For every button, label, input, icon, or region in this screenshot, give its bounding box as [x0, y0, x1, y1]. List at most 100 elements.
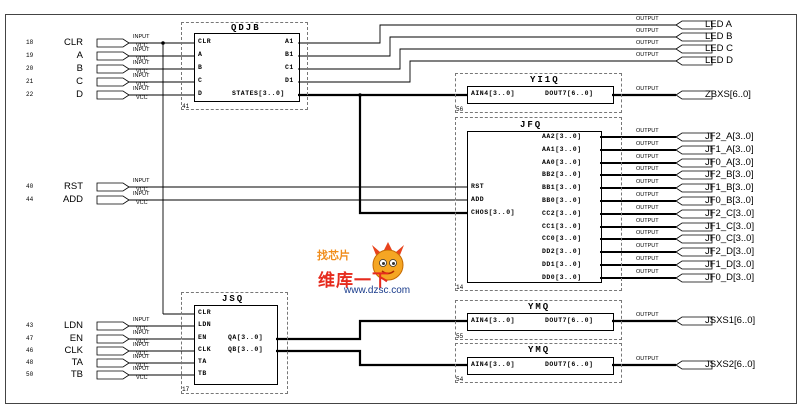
ymq1-outline: [455, 300, 622, 340]
output-jf-3-tag: OUTPUT: [636, 166, 659, 172]
input-c-tag: INPUT: [133, 73, 150, 79]
output-jf-8-label: JF0_C[3..0]: [705, 233, 755, 244]
output-jf-7-label: JF1_C[3..0]: [705, 221, 755, 232]
output-zbxs-tag: OUTPUT: [636, 86, 659, 92]
input-clk-tag: INPUT: [133, 342, 150, 348]
output-jf-11-pin: [675, 273, 713, 283]
qdjb-out-b1: B1: [285, 51, 294, 58]
watermark-top-text: 找芯片: [317, 250, 350, 262]
qdjb-in-b: B: [198, 64, 203, 71]
jfq-in-rst: RST: [471, 183, 485, 190]
input-en-label: EN: [69, 333, 83, 344]
ymq1-title: YMQ: [528, 302, 551, 312]
input-clk-number: 46: [26, 347, 34, 354]
output-jf-2-pin: [675, 158, 713, 168]
output-jf-7-tag: OUTPUT: [636, 218, 659, 224]
input-clr-vcc: VCC: [136, 43, 148, 49]
output-jsxs2-tag: OUTPUT: [636, 356, 659, 362]
output-jf-0-label: JF2_A[3..0]: [705, 131, 754, 142]
ymq2-block: [467, 357, 614, 375]
input-ldn-vcc: VCC: [136, 326, 148, 332]
input-d-label: D: [76, 89, 83, 100]
jfq-block: [467, 131, 602, 283]
ymq1-id: 55: [456, 333, 464, 340]
output-jsxs2-pin: [675, 360, 713, 370]
input-ldn-pin: [96, 321, 130, 331]
output-jf-1-pin: [675, 145, 713, 155]
output-jf-11-label: JF0_D[3..0]: [705, 272, 755, 283]
input-b-vcc: VCC: [136, 69, 148, 75]
input-ta-number: 48: [26, 359, 34, 366]
input-c-pin: [96, 77, 130, 87]
output-jf-10-label: JF1_D[3..0]: [705, 259, 755, 270]
output-led-3-tag: OUTPUT: [636, 52, 659, 58]
qdjb-block: [194, 33, 300, 102]
output-led-0-pin: [675, 20, 713, 30]
output-led-3-pin: [675, 56, 713, 66]
watermark-brand: 维库一下: [318, 271, 390, 290]
input-add-tag: INPUT: [133, 191, 150, 197]
output-jf-3-label: JF2_B[3..0]: [705, 169, 754, 180]
jfq-out-8: CC0[3..0]: [542, 235, 582, 242]
input-c-number: 21: [26, 78, 34, 85]
output-jf-7-pin: [675, 222, 713, 232]
output-jf-5-pin: [675, 196, 713, 206]
jfq-out-3: BB2[3..0]: [542, 171, 582, 178]
input-a-pin: [96, 51, 130, 61]
input-b-number: 20: [26, 65, 34, 72]
jfq-out-6: CC2[3..0]: [542, 210, 582, 217]
qdjb-out-c1: C1: [285, 64, 294, 71]
input-a-tag: INPUT: [133, 47, 150, 53]
clr-junction-dot: [161, 41, 165, 45]
output-led-2-tag: OUTPUT: [636, 40, 659, 46]
jfq-outline: [455, 117, 622, 291]
qdjb-in-c: C: [198, 77, 203, 84]
yi1q-in: AIN4[3..0]: [471, 90, 516, 97]
led-wire-2: [298, 48, 676, 70]
output-jf-4-tag: OUTPUT: [636, 179, 659, 185]
input-rst-tag: INPUT: [133, 178, 150, 184]
input-c-vcc: VCC: [136, 82, 148, 88]
output-jf-10-tag: OUTPUT: [636, 256, 659, 262]
output-jf-9-label: JF2_D[3..0]: [705, 246, 755, 257]
input-clk-label: CLK: [64, 345, 83, 356]
jfq-in-chos: CHOS[3..0]: [471, 209, 516, 216]
jsq-outline: [181, 292, 288, 394]
input-tb-pin: [96, 370, 130, 380]
output-led-2-label: LED C: [705, 43, 733, 54]
jfq-out-1: AA1[3..0]: [542, 146, 582, 153]
output-jf-11-tag: OUTPUT: [636, 269, 659, 275]
output-zbxs-label: ZBXS[6..0]: [705, 89, 751, 100]
jsq-block: [194, 305, 278, 385]
led-wire-1: [298, 36, 676, 57]
ymq1-block: [467, 313, 614, 331]
output-jf-5-tag: OUTPUT: [636, 192, 659, 198]
qdjb-in-a: A: [198, 51, 203, 58]
input-tb-tag: INPUT: [133, 366, 150, 372]
yi1q-id: 56: [456, 106, 464, 113]
input-b-pin: [96, 64, 130, 74]
output-jf-5-label: JF0_B[3..0]: [705, 195, 754, 206]
input-en-number: 47: [26, 335, 34, 342]
output-jf-4-label: JF1_B[3..0]: [705, 182, 754, 193]
input-a-vcc: VCC: [136, 56, 148, 62]
jsq-in-ldn: LDN: [198, 321, 212, 328]
ymq2-in: AIN4[3..0]: [471, 361, 516, 368]
jsq-in-en: EN: [198, 334, 207, 341]
output-zbxs-pin: [675, 90, 713, 100]
output-jf-8-pin: [675, 234, 713, 244]
output-led-1-label: LED B: [705, 31, 733, 42]
qdjb-id: 41: [182, 103, 190, 110]
jfq-out-7: CC1[3..0]: [542, 223, 582, 230]
output-jf-0-tag: OUTPUT: [636, 128, 659, 134]
output-led-0-tag: OUTPUT: [636, 16, 659, 22]
yi1q-block: [467, 86, 614, 104]
input-ldn-number: 43: [26, 322, 34, 329]
ymq2-outline: [455, 343, 622, 383]
input-tb-number: 50: [26, 371, 34, 378]
watermark-url: www.dzsc.com: [344, 285, 411, 296]
output-jf-3-pin: [675, 170, 713, 180]
chos-bus: [358, 95, 467, 215]
output-jf-4-pin: [675, 183, 713, 193]
jfq-out-10: DD1[3..0]: [542, 261, 582, 268]
